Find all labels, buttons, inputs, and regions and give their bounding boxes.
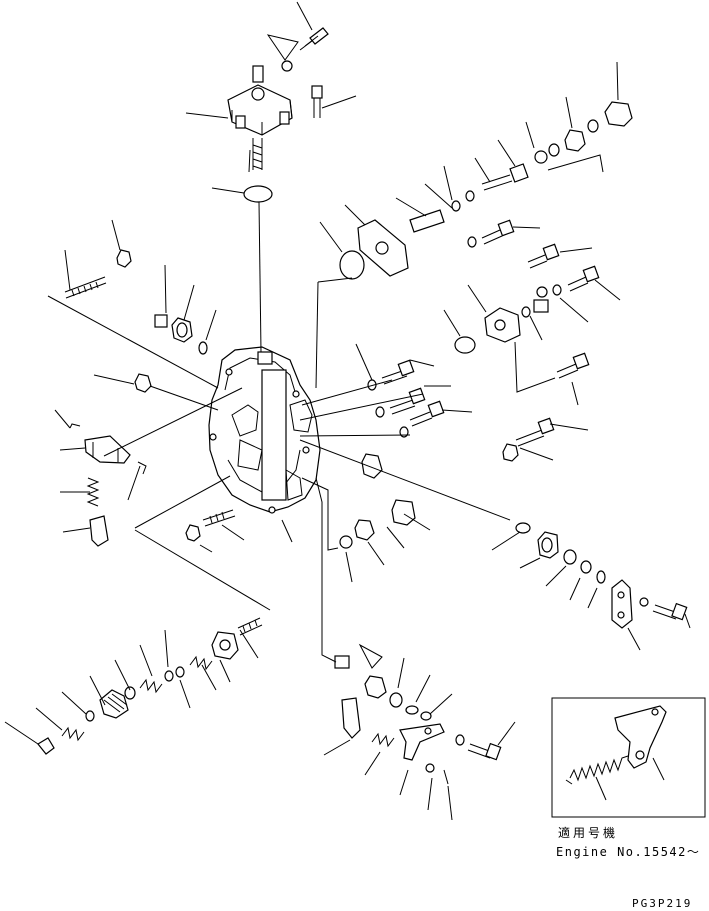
stud-nut[interactable] xyxy=(116,249,132,268)
nut-lower-left[interactable] xyxy=(185,524,201,542)
lock-nut[interactable] xyxy=(564,129,586,152)
adjusting-nut[interactable] xyxy=(211,631,239,660)
stopper-gasket[interactable] xyxy=(339,250,365,280)
washer-lower-b[interactable] xyxy=(164,670,174,682)
washer-lower[interactable] xyxy=(339,535,353,549)
pin-shaft[interactable] xyxy=(409,209,445,233)
main-spring[interactable] xyxy=(99,689,129,719)
spring-lower[interactable] xyxy=(189,655,213,671)
bushing-right[interactable] xyxy=(537,531,559,559)
washer-bottom-d[interactable] xyxy=(455,734,465,746)
stopper-plate[interactable] xyxy=(357,219,409,277)
sleeve-lower[interactable] xyxy=(391,499,416,526)
leader-lines xyxy=(4,1,691,821)
ring-right-2[interactable] xyxy=(580,560,592,574)
bolt-right-c[interactable] xyxy=(652,602,688,621)
bleeder-bolt[interactable] xyxy=(527,243,560,269)
fork-lever[interactable] xyxy=(89,515,109,547)
pin-bottom[interactable] xyxy=(443,769,449,785)
nut-lower[interactable] xyxy=(354,519,375,541)
top-cover-washer[interactable] xyxy=(281,60,293,72)
stopper-washer[interactable] xyxy=(467,236,477,248)
threaded-sleeve[interactable] xyxy=(237,617,263,636)
washer-right-4[interactable] xyxy=(451,200,461,212)
bolt-lower-left[interactable] xyxy=(202,509,236,527)
clip-left[interactable] xyxy=(137,461,147,475)
spring-left[interactable] xyxy=(86,477,100,507)
spring-lower-c[interactable] xyxy=(61,726,85,742)
bush-bottom-a[interactable] xyxy=(334,655,350,669)
bolt-right-b[interactable] xyxy=(515,417,555,447)
washer-right-1[interactable] xyxy=(587,119,599,133)
adjusting-screw[interactable] xyxy=(481,163,529,191)
top-cover-bolt[interactable] xyxy=(299,27,329,51)
washer-mid-b[interactable] xyxy=(375,406,385,418)
bracket-lever[interactable] xyxy=(341,697,361,739)
washer-lower-d[interactable] xyxy=(85,710,95,722)
washer-right-5[interactable] xyxy=(552,284,562,296)
washer-bottom-b[interactable] xyxy=(405,705,419,715)
adapter-flange[interactable] xyxy=(484,307,521,343)
cap-sleeve[interactable] xyxy=(154,314,168,328)
washer-right-2[interactable] xyxy=(548,143,560,157)
washer-lower-a[interactable] xyxy=(175,666,185,678)
plug-right[interactable] xyxy=(533,286,549,313)
cap-nut[interactable] xyxy=(604,101,633,127)
bolt-mid-b[interactable] xyxy=(389,387,426,415)
washer-bottom-a[interactable] xyxy=(389,692,403,708)
lever-shaft[interactable] xyxy=(84,435,131,464)
bolt-right-a[interactable] xyxy=(567,265,600,292)
governor-housing[interactable] xyxy=(208,346,321,514)
inset-box xyxy=(551,697,706,818)
figure-code: PG3P219 xyxy=(632,897,693,910)
inset-leader-2 xyxy=(595,776,607,801)
engine-serial-label: Engine No.15542～ xyxy=(556,845,701,859)
bolt-mid-a[interactable] xyxy=(381,359,415,385)
end-screw[interactable] xyxy=(37,737,55,755)
top-cover-side-bolt[interactable] xyxy=(311,85,323,118)
inset-bracket[interactable] xyxy=(614,705,667,769)
ring-right-3[interactable] xyxy=(596,570,606,584)
top-cover-assembly[interactable] xyxy=(227,65,293,170)
washer-mid-c[interactable] xyxy=(399,426,409,438)
lever-bottom[interactable] xyxy=(399,723,445,761)
adapter-gasket[interactable] xyxy=(454,336,476,354)
bush-bottom-b[interactable] xyxy=(364,675,387,699)
o-ring-left[interactable] xyxy=(198,341,208,355)
plug-center[interactable] xyxy=(361,453,383,479)
washer-lower-c[interactable] xyxy=(124,686,136,700)
top-cover-gasket[interactable] xyxy=(243,185,273,203)
ring-right-1[interactable] xyxy=(563,549,577,565)
nut-right-b[interactable] xyxy=(502,443,519,462)
washer-bottom-e[interactable] xyxy=(425,763,435,773)
small-gasket-right[interactable] xyxy=(515,522,531,534)
washer-right-6[interactable] xyxy=(521,306,531,318)
bolt-bottom[interactable] xyxy=(467,742,502,761)
spring-lower-b[interactable] xyxy=(139,678,163,694)
plug-left[interactable] xyxy=(134,373,152,393)
snap-ring-left[interactable] xyxy=(69,423,81,429)
bolt-mid-c[interactable] xyxy=(409,400,445,427)
washer-bottom-c[interactable] xyxy=(420,711,432,721)
inset-leader-1 xyxy=(652,757,665,781)
stopper-bolt[interactable] xyxy=(481,219,515,245)
spring-bottom[interactable] xyxy=(371,732,395,748)
snap-ring[interactable] xyxy=(534,150,548,164)
link-plate[interactable] xyxy=(611,579,633,629)
inset-spring[interactable] xyxy=(565,755,629,785)
washer-right-c[interactable] xyxy=(639,597,649,607)
stud-bolt[interactable] xyxy=(64,276,107,299)
applicable-model-label: 適用号機 xyxy=(558,826,619,840)
bearing-bush[interactable] xyxy=(171,317,193,343)
nipple-bolt[interactable] xyxy=(556,352,590,379)
washer-right-3[interactable] xyxy=(465,190,475,202)
